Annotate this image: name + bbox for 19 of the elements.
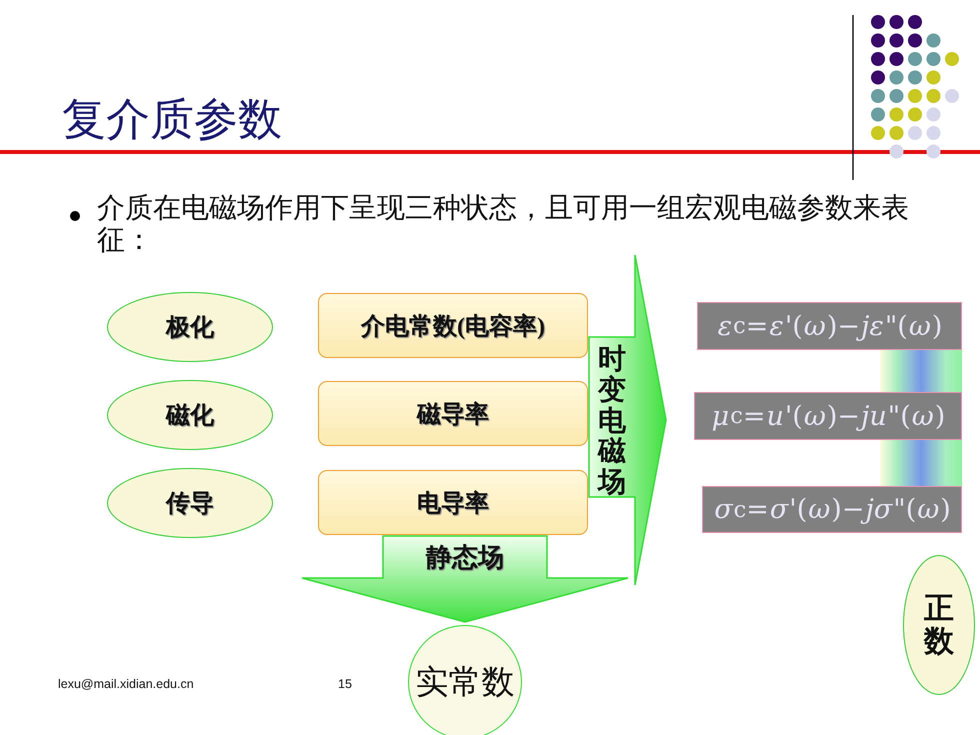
node-label: 电导率 xyxy=(417,489,489,518)
edge-label: 静态场 xyxy=(424,542,505,574)
node-label: 磁导率 xyxy=(417,400,489,430)
block-arrow xyxy=(301,535,629,623)
block-arrow xyxy=(588,254,667,586)
bullet-text: 介质在电磁场作用下呈现三种状态，且可用一组宏观电磁参数来表征： xyxy=(97,193,910,258)
node-label: 实常数 xyxy=(416,664,514,702)
node-label: 传导 xyxy=(166,490,214,519)
node-label: 介电常数(电容率) xyxy=(361,312,545,342)
edge-label: 时变电磁场 xyxy=(598,345,626,499)
node-label: 极化 xyxy=(166,314,214,343)
process-box xyxy=(318,293,588,358)
process-box xyxy=(318,470,588,535)
page-number: 15 xyxy=(338,677,353,692)
process-box xyxy=(318,381,588,446)
footer-email: lexu@mail.xidian.edu.cn xyxy=(58,677,195,692)
node-label: 正数 xyxy=(924,592,954,658)
node-label: 磁化 xyxy=(166,402,214,431)
slide-title: 复介质参数 xyxy=(62,94,282,146)
